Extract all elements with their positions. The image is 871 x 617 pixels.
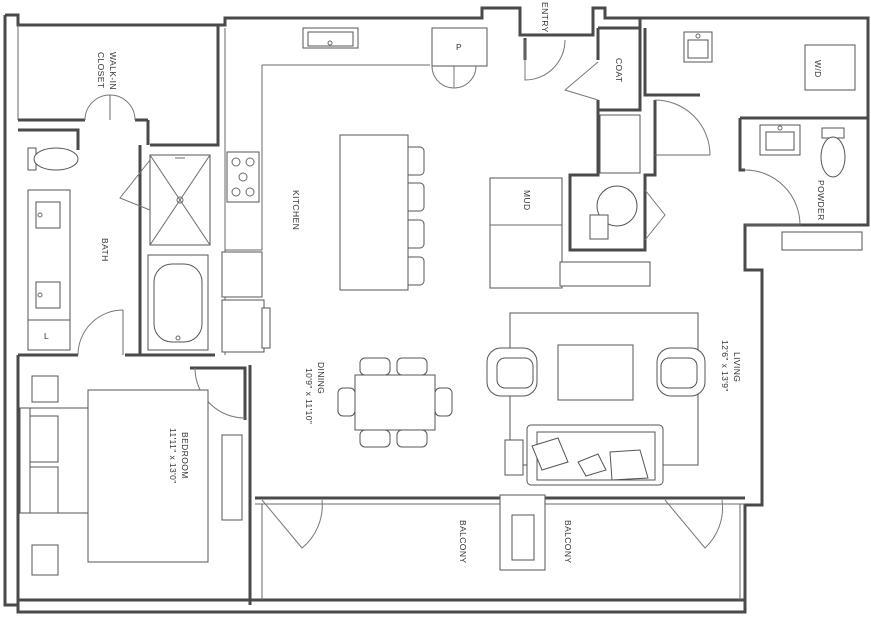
label-walk-in-2: CLOSET	[96, 52, 106, 88]
pillow-upper	[29, 415, 59, 463]
pantry	[431, 27, 488, 67]
nightstand-upper	[31, 375, 59, 403]
toilet-bowl-bath	[33, 147, 79, 171]
label-mud: MUD	[522, 190, 532, 211]
kitchen	[221, 27, 488, 355]
powder-counter	[781, 231, 863, 251]
bar-stools	[407, 146, 425, 286]
coffee-table	[557, 344, 634, 401]
room-labels: WALK-IN CLOSET BATH L KITCHEN P ENTRY CO…	[44, 2, 826, 563]
sink-upper	[35, 201, 61, 229]
refrigerator	[221, 251, 263, 298]
label-coat: COAT	[614, 58, 624, 83]
bedroom	[16, 355, 252, 605]
console-cabinet	[559, 261, 651, 287]
washer-dryer	[804, 44, 856, 91]
side-table	[504, 439, 524, 476]
linen-cabinet	[27, 319, 71, 351]
label-pantry: P	[456, 42, 462, 52]
label-walk-in-1: WALK-IN	[108, 52, 118, 90]
label-living-dims: 12'6" x 13'9"	[720, 340, 730, 392]
pillow-3	[609, 449, 649, 481]
rug	[87, 389, 209, 563]
faucet-lower-icon	[37, 292, 43, 298]
shower-drain-icon	[176, 196, 184, 204]
pillow-1	[531, 437, 569, 471]
walk-in-closet	[18, 25, 220, 147]
dresser	[221, 434, 243, 521]
label-balcony-left: BALCONY	[458, 520, 468, 563]
label-kitchen: KITCHEN	[291, 190, 301, 230]
entry	[523, 18, 642, 112]
faucet-upper-icon	[37, 212, 43, 218]
label-laundry: W/D	[813, 60, 823, 78]
label-bath: BATH	[100, 238, 110, 262]
kitchen-island	[339, 134, 409, 291]
nightstand-lower	[31, 544, 59, 576]
cooktop	[226, 151, 260, 203]
burner-icon	[231, 157, 241, 167]
label-living: LIVING	[732, 352, 742, 382]
label-bedroom-dims: 11'11" x 13'0"	[168, 428, 178, 484]
label-balcony-right: BALCONY	[563, 520, 573, 563]
oven	[221, 299, 265, 353]
exterior-walls	[3, 6, 870, 614]
label-bedroom: BEDROOM	[180, 432, 190, 479]
dining-set	[337, 357, 453, 448]
pillow-2	[577, 453, 607, 477]
sink-lower	[35, 281, 61, 309]
laundry	[643, 28, 856, 97]
mud-bench	[489, 177, 563, 289]
toilet-bowl-powder	[820, 136, 846, 178]
powder-room	[738, 116, 868, 251]
dining-table	[354, 374, 436, 431]
balcony	[255, 494, 745, 600]
headboard	[19, 407, 31, 514]
label-powder: POWDER	[816, 180, 826, 221]
label-entry: ENTRY	[540, 2, 550, 33]
label-linen: L	[44, 331, 49, 341]
mud-room	[489, 99, 711, 289]
label-dining: DINING	[316, 362, 326, 394]
closet-shelf	[599, 114, 641, 174]
tub-drain-icon	[175, 335, 181, 341]
pillow-lower	[29, 466, 59, 514]
living-room	[486, 312, 706, 486]
bath	[18, 128, 215, 357]
label-dining-dims: 10'9" x 11'10"	[304, 368, 314, 424]
